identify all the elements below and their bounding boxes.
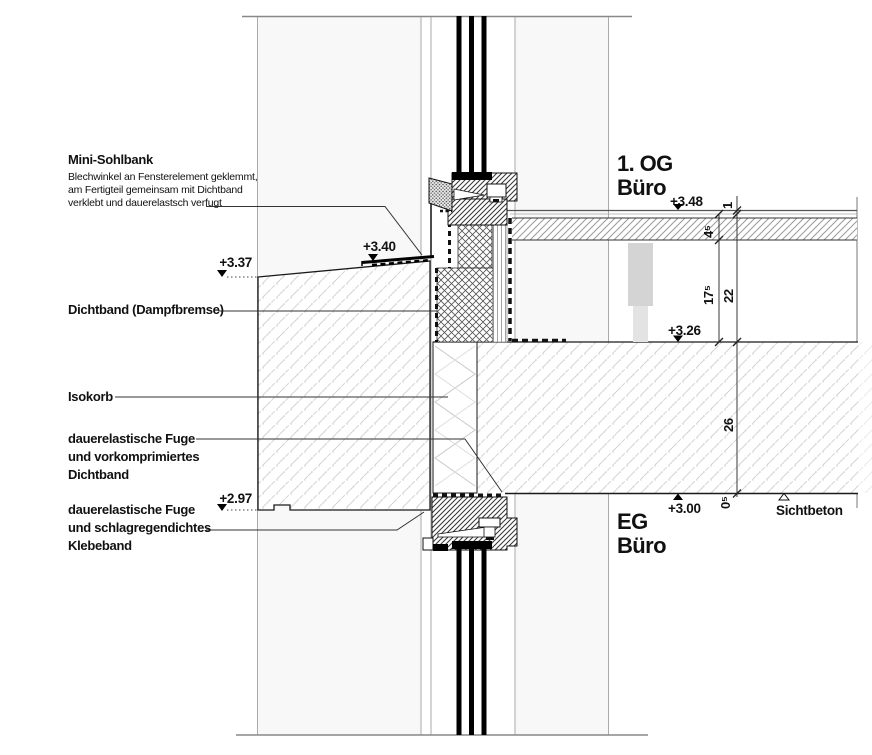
tick — [732, 489, 742, 498]
elevation-300: +3.00 — [668, 501, 701, 516]
concrete-slab — [477, 342, 858, 493]
room-labels: 1. OG Büro EG Büro — [617, 151, 673, 558]
room-og-use: Büro — [617, 175, 666, 200]
elevation-markers: +3.37 +2.97 +3.40 +3.48 +3.26 +3.00 Sich… — [217, 194, 843, 518]
construction-lines — [236, 15, 858, 736]
dichtband-label: Dichtband (Dampfbremse) — [68, 302, 224, 317]
glass-pane — [481, 549, 487, 735]
leader-lines — [115, 206, 503, 531]
compriband-dashes — [371, 258, 432, 267]
room-og-floor: 1. OG — [617, 151, 673, 176]
floor-slab-group — [432, 209, 872, 495]
glass-pane — [456, 549, 462, 735]
room-eg-floor: EG — [617, 509, 648, 534]
head-outer-profile — [422, 537, 434, 551]
frame-sill-node — [428, 172, 518, 257]
fuge1-line3: Dichtband — [68, 467, 129, 482]
screed-layer — [512, 218, 857, 240]
glazing-support-wedge — [453, 188, 485, 201]
head-screw — [486, 537, 494, 540]
head-gasket — [433, 544, 448, 551]
glass-pane — [456, 16, 462, 172]
triangle-open-sichtbeton — [777, 492, 791, 501]
fuge2-line2: und schlagregendichtes — [68, 520, 211, 535]
sill-frame-lower-block — [447, 198, 508, 226]
glazing-edge-seal — [452, 541, 492, 549]
fuge1-line1: dauerelastische Fuge — [68, 431, 195, 446]
glass-pane — [469, 16, 474, 172]
precast-panel — [257, 260, 431, 511]
triangle-down-340 — [368, 254, 378, 261]
dim-cavity: 17⁵ — [701, 285, 716, 305]
room-eg-use: Büro — [617, 533, 666, 558]
leader-fuge-vorkomprimiert — [196, 438, 503, 493]
elevation-348: +3.48 — [670, 194, 703, 209]
elevation-326: +3.26 — [668, 323, 701, 338]
triangle-down-297 — [217, 504, 227, 511]
fuge1-line2: und vorkomprimiertes — [68, 449, 199, 464]
insulation-lower — [436, 267, 494, 343]
glazing-bottom — [452, 541, 492, 735]
glass-pane — [481, 16, 487, 172]
triangle-up-300 — [673, 493, 683, 500]
tick — [714, 337, 724, 347]
head-bracket-foot — [483, 526, 496, 538]
glass-pane — [469, 549, 474, 735]
floor-support-foot — [633, 306, 648, 342]
mini-sohlbank-desc3: verklebt und dauerelastsch verfugt — [68, 197, 222, 209]
fuge2-line3: Klebeband — [68, 538, 132, 553]
flashing-clamp-block — [428, 177, 453, 212]
dim-offset: 0⁵ — [718, 496, 733, 509]
glazing-top — [452, 16, 492, 180]
sichtbeton-label: Sichtbeton — [776, 503, 843, 518]
leader-fuge-schlagregen — [206, 511, 425, 531]
insulation-group — [436, 224, 508, 343]
dim-slab: 26 — [721, 418, 736, 432]
glazing-edge-seal — [452, 172, 492, 180]
fuge2-line1: dauerelastische Fuge — [68, 502, 195, 517]
isokorb-strip — [432, 341, 478, 494]
isokorb-zigzag-2 — [434, 345, 476, 487]
triangle-down-326 — [673, 335, 683, 342]
tick — [714, 209, 724, 219]
sill-metal-line — [361, 255, 435, 264]
isokorb-label: Isokorb — [68, 389, 113, 404]
tick — [714, 235, 724, 245]
tick — [732, 206, 742, 215]
insulation-board-strip — [492, 224, 508, 343]
triangle-down-348 — [673, 204, 683, 210]
dim-covering: 1 — [720, 202, 735, 209]
elevation-340: +3.40 — [363, 239, 396, 254]
tick — [732, 209, 742, 219]
dim-screed: 4⁵ — [701, 225, 716, 238]
fixing-screw — [493, 199, 499, 202]
leader-mini-sohlbank — [206, 206, 423, 256]
dim-buildup: 22 — [721, 289, 736, 303]
fixing-bracket — [486, 183, 507, 198]
insulation-upper — [457, 224, 493, 269]
precast-panel-shape — [257, 260, 431, 511]
annotations-left: Mini-Sohlbank Blechwinkel an Fensterelem… — [68, 152, 258, 553]
triangle-down-337 — [217, 270, 227, 277]
mini-sohlbank-desc1: Blechwinkel an Fensterelement geklemmt, — [68, 171, 257, 183]
sheet-metal-sill — [361, 255, 435, 267]
concrete-slab-overflow — [858, 342, 872, 493]
mini-sohlbank-title: Mini-Sohlbank — [68, 152, 154, 167]
tick — [732, 337, 742, 347]
elevation-337: +3.37 — [219, 255, 252, 270]
floor-support-element — [628, 243, 653, 306]
head-bracket — [478, 517, 501, 528]
mini-sohlbank-desc2: am Fertigteil gemeinsam mit Dichtband — [68, 184, 243, 196]
elevation-297: +2.97 — [219, 491, 252, 506]
frame-head-node — [422, 493, 518, 551]
dimension-lines: 4⁵ 17⁵ 22 26 1 0⁵ — [701, 196, 742, 509]
